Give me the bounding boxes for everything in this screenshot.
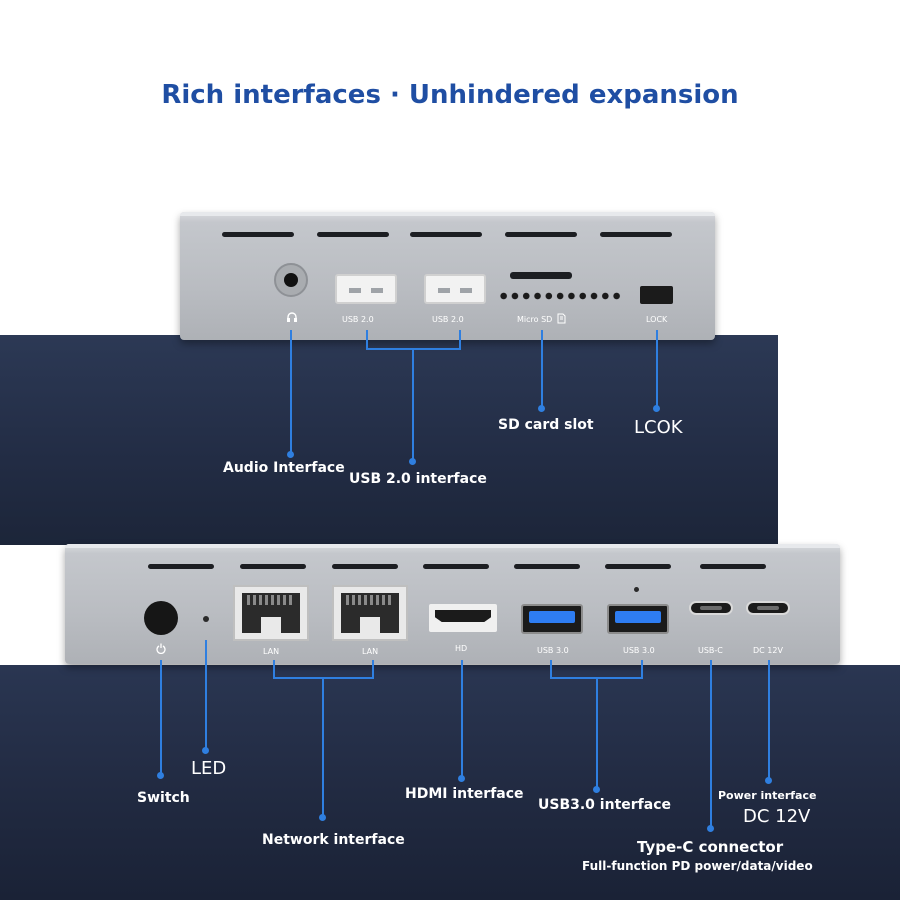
callout-hdmi: HDMI interface (405, 786, 524, 802)
sd-card-icon (557, 313, 566, 324)
usb3-port-b (607, 604, 669, 634)
callout-led: LED (191, 758, 227, 779)
dc-port (746, 601, 790, 615)
backdrop-panel-top (0, 335, 778, 545)
power-icon (156, 643, 166, 654)
lan-port-a (233, 585, 309, 641)
lock-slot (640, 286, 673, 304)
dc-label: DC 12V (753, 646, 783, 655)
speaker-holes (498, 292, 623, 300)
lan-label-a: LAN (263, 647, 280, 656)
audio-jack (274, 263, 308, 297)
callout-lock: LCOK (634, 417, 683, 438)
lock-label: LOCK (646, 315, 668, 324)
callout-usb3: USB3.0 interface (538, 797, 671, 813)
callout-network: Network interface (262, 832, 405, 848)
usb2-port-a (335, 274, 397, 304)
callout-sd: SD card slot (498, 417, 594, 433)
usb2-label-b: USB 2.0 (432, 315, 464, 324)
callout-typec-sub: Full-function PD power/data/video (582, 859, 813, 873)
usb3-label-b: USB 3.0 (623, 646, 655, 655)
headphone-icon (287, 312, 297, 322)
callout-power-value: DC 12V (743, 806, 811, 827)
power-button[interactable] (144, 601, 178, 635)
dock-top-view: USB 2.0 USB 2.0 Micro SD LOCK (180, 212, 715, 340)
callout-power-title: Power interface (718, 789, 817, 802)
callout-audio: Audio Interface (223, 460, 345, 476)
callout-typec-title: Type-C connector (637, 838, 784, 856)
usb3-label-a: USB 3.0 (537, 646, 569, 655)
usbc-port (689, 601, 733, 615)
hd-label: HD (455, 644, 468, 653)
usb3-indicator-dot (634, 587, 639, 592)
lan-port-b (332, 585, 408, 641)
callout-switch: Switch (137, 790, 190, 806)
hdmi-port (429, 604, 497, 632)
dock-rear-view: LAN LAN HD USB 3.0 USB 3.0 USB-C DC 12V (65, 544, 840, 664)
usb3-port-a (521, 604, 583, 634)
page-title: Rich interfaces · Unhindered expansion (161, 80, 739, 110)
backdrop-panel-bottom (0, 665, 900, 900)
callout-usb2: USB 2.0 interface (349, 471, 487, 487)
lan-label-b: LAN (362, 647, 379, 656)
led-indicator (203, 616, 209, 622)
microsd-slot (510, 272, 572, 279)
usbc-label: USB-C (698, 646, 723, 655)
usb2-label-a: USB 2.0 (342, 315, 374, 324)
usb2-port-b (424, 274, 486, 304)
microsd-label: Micro SD (517, 315, 553, 324)
